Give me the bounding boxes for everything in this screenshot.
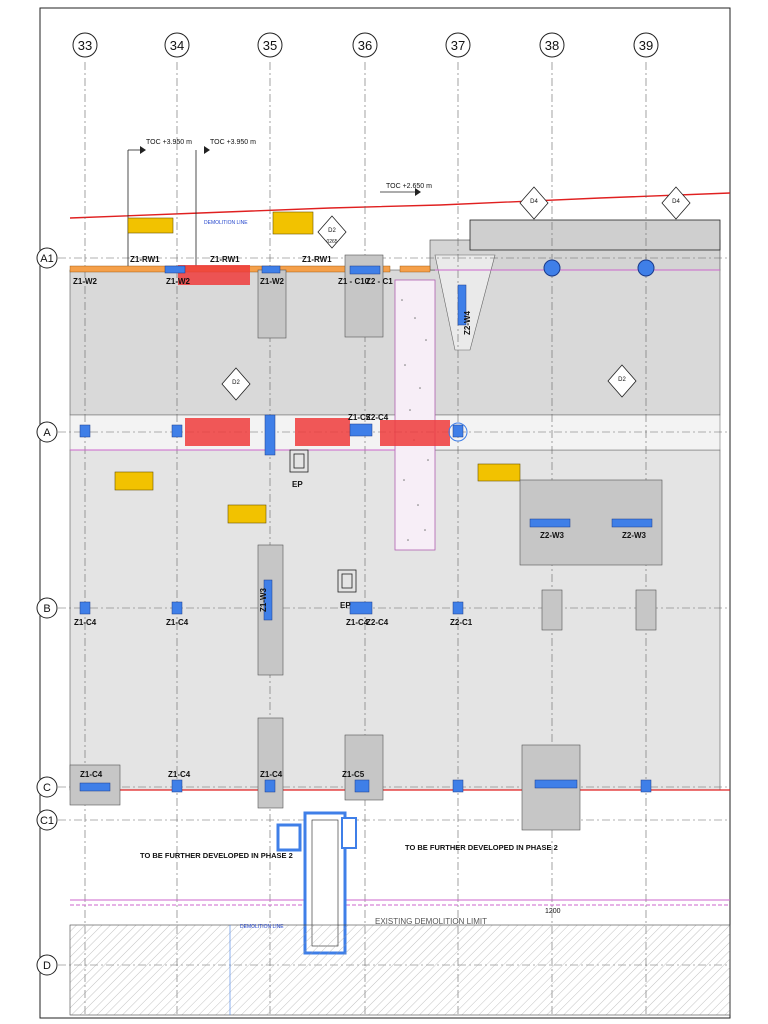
label-z1-c4-b1: Z1-C4 [74, 618, 97, 627]
slab-edge-lines [70, 269, 730, 906]
note-dim-1200: 1200 [545, 908, 561, 915]
note-demolition-top: DEMOLITION LINE [204, 220, 248, 226]
callout-d04-b: D4 [672, 199, 680, 205]
grid-col-37: 37 [451, 38, 465, 53]
label-z1-rw1-c: Z1-RW1 [302, 255, 332, 264]
round-columns [448, 259, 655, 442]
ramp-zone [394, 279, 436, 551]
label-z2-w4: Z2-W4 [463, 310, 472, 335]
red-zone-a-2 [295, 418, 350, 446]
grid-col-33: 33 [78, 38, 92, 53]
callout-sheet: 0265 [326, 239, 337, 245]
note-existing-demolition: EXISTING DEMOLITION LIMIT [375, 917, 487, 926]
label-z1-rw1-b: Z1-RW1 [210, 255, 240, 264]
grid-row-a: A [43, 427, 51, 439]
grid-row-c1: C1 [40, 815, 54, 827]
toc-label-3: TOC +2.650 m [386, 183, 432, 190]
label-z1-c10: Z1 - C10 [338, 277, 370, 286]
label-z1-c4-b3: Z1-C4 [346, 618, 369, 627]
level-markers: TOC +3.950 m TOC +3.950 m TOC +2.650 m [127, 139, 432, 268]
detail-callouts [221, 186, 691, 401]
columns [79, 265, 653, 793]
callout-d02-c: D2 [618, 377, 626, 383]
label-z1-c4-c1: Z1-C4 [80, 770, 103, 779]
grid-row-a1: A1 [40, 253, 53, 265]
grid-row-d: D [43, 960, 51, 972]
toc-label-2: TOC +3.950 m [210, 139, 256, 146]
label-z2-w3-a: Z2-W3 [540, 531, 565, 540]
label-z1-w2-c: Z1-W2 [260, 277, 285, 286]
grid-col-39: 39 [639, 38, 653, 53]
red-zone-a1 [178, 265, 250, 285]
grid-row-c: C [43, 782, 51, 794]
label-z1-w2-b: Z1-W2 [166, 277, 191, 286]
label-z2-w3-b: Z2-W3 [622, 531, 647, 540]
toc-label-1: TOC +3.950 m [146, 139, 192, 146]
ep-label-2: EP [340, 601, 351, 610]
grid-col-36: 36 [358, 38, 372, 53]
label-z1-w3: Z1-W3 [259, 587, 268, 612]
label-z2-c1: Z2 - C1 [366, 277, 393, 286]
label-z2-c4-a: Z2-C4 [366, 413, 389, 422]
ep-boxes [289, 449, 357, 593]
callout-d04-a: D4 [530, 199, 538, 205]
lift-core-box [341, 817, 357, 849]
label-z1-rw1-a: Z1-RW1 [130, 255, 160, 264]
label-z2-c4-b: Z2-C4 [366, 618, 389, 627]
callout-d02-a: D2 [328, 228, 336, 234]
red-zone-a-1 [185, 418, 250, 446]
callout-d02-b: D2 [232, 380, 240, 386]
wall-strip-a1-right [399, 265, 431, 273]
pillar-blocks [69, 254, 663, 831]
grid-row-b: B [43, 603, 50, 615]
label-z1-c4-c2: Z1-C4 [168, 770, 191, 779]
grid-col-35: 35 [263, 38, 277, 53]
existing-structure-hatch [69, 924, 731, 1016]
red-zone-a-3 [380, 420, 450, 446]
demolition-line [69, 192, 731, 219]
grid-col-34: 34 [170, 38, 184, 53]
label-z1-c4-c3: Z1-C4 [260, 770, 283, 779]
note-demolition-bottom: DEMOLITION LINE [240, 924, 284, 930]
label-z1-c5-c: Z1-C5 [342, 770, 365, 779]
note-phase2-left: TO BE FURTHER DEVELOPED IN PHASE 2 [140, 851, 293, 860]
note-phase2-right: TO BE FURTHER DEVELOPED IN PHASE 2 [405, 843, 558, 852]
ep-label-1: EP [292, 480, 303, 489]
grid-row-bubbles: A1 A B C C1 D [36, 247, 58, 976]
label-z2-c1-b: Z2-C1 [450, 618, 473, 627]
highlight-boxes [114, 211, 521, 524]
slab-top-inner [469, 219, 721, 251]
label-z1-c4-b2: Z1-C4 [166, 618, 189, 627]
label-z1-w2-a: Z1-W2 [73, 277, 98, 286]
label-z1-c5-a: Z1-C5 [348, 413, 371, 422]
lift-pit-left [276, 823, 302, 852]
grid-column-bubbles: 33 34 35 36 37 38 39 [72, 32, 659, 58]
grid-col-38: 38 [545, 38, 559, 53]
